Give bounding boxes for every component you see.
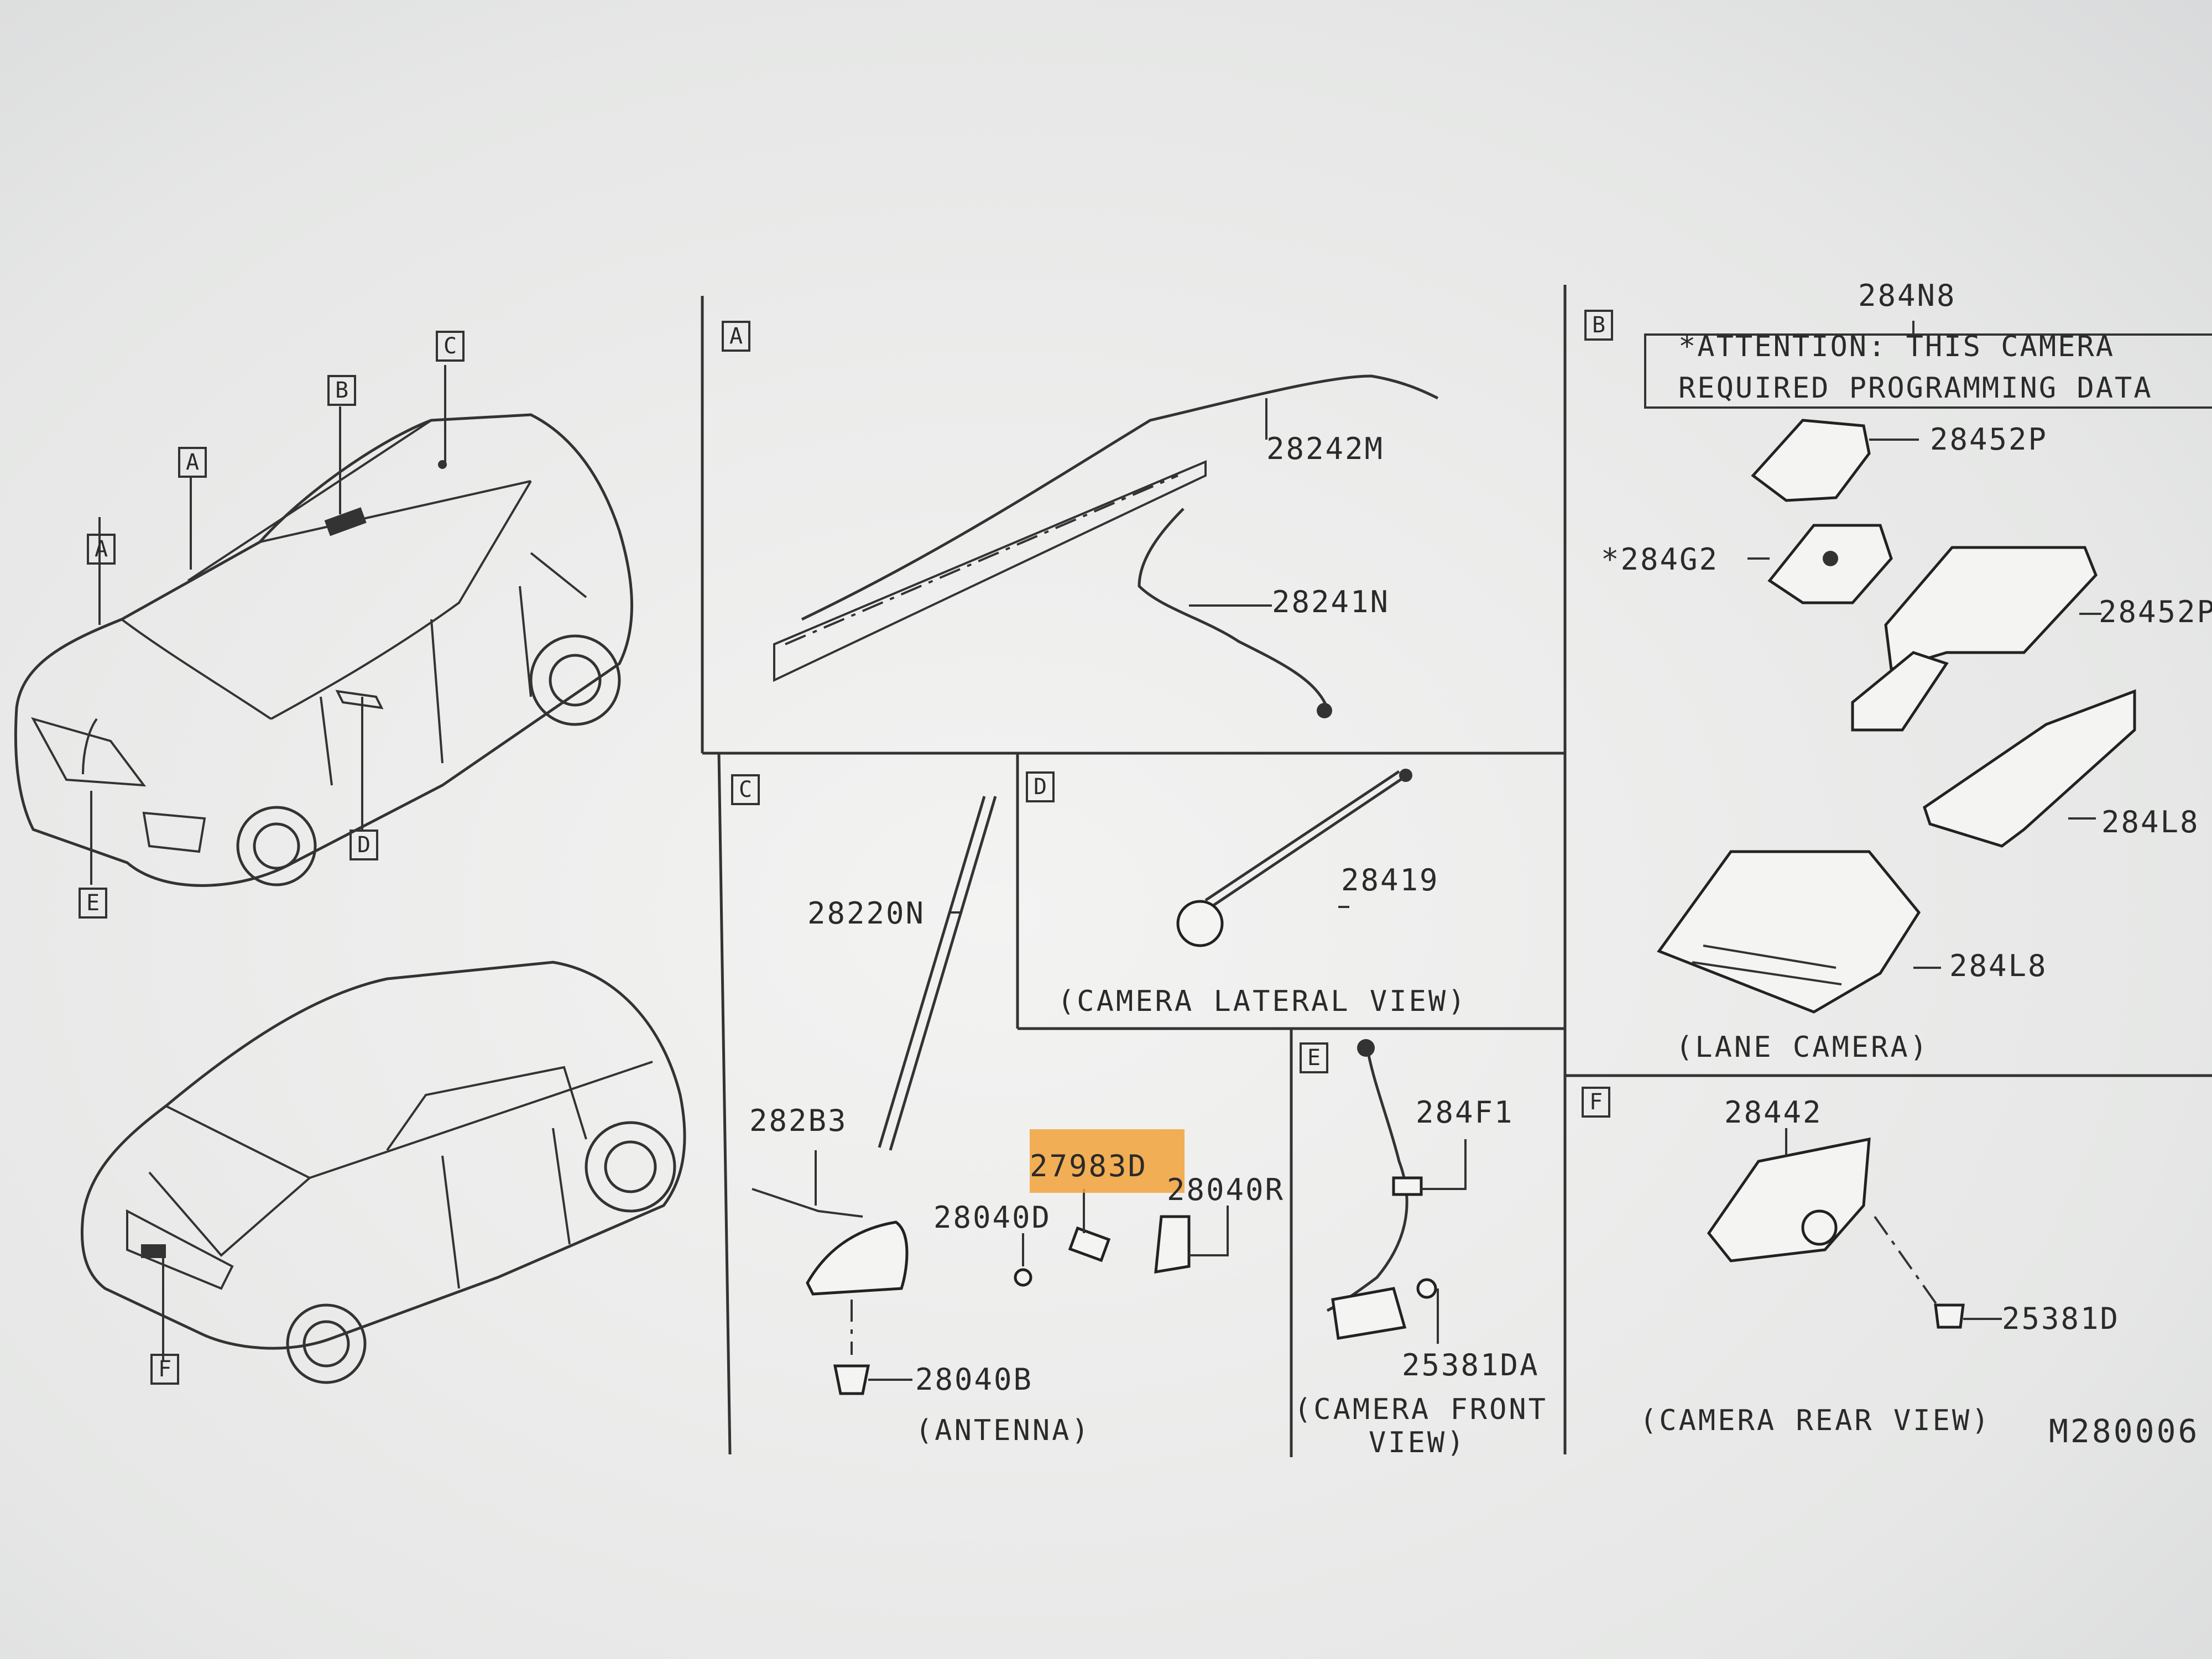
key-c-panel: C xyxy=(731,774,760,805)
panel-a-harness xyxy=(773,374,1439,718)
key-a-overview-lower: A xyxy=(87,534,116,565)
part-label-28452P-top: 28452P xyxy=(1930,422,2048,457)
key-f-panel: F xyxy=(1582,1087,1610,1118)
key-d-panel: D xyxy=(1026,771,1055,802)
key-a-overview-upper: A xyxy=(178,447,207,478)
panel-d-lateral-camera xyxy=(1176,769,1412,947)
caption-camera-lateral: (CAMERA LATERAL VIEW) xyxy=(1057,985,1468,1018)
key-e-overview: E xyxy=(79,888,107,919)
attention-line-2: REQUIRED PROGRAMMING DATA xyxy=(1678,372,2153,405)
key-e-panel: E xyxy=(1300,1042,1328,1073)
part-label-28220N: 28220N xyxy=(807,896,926,931)
part-label-28419: 28419 xyxy=(1341,863,1439,898)
part-label-28442: 28442 xyxy=(1724,1095,1823,1130)
key-b-panel: B xyxy=(1584,310,1613,341)
attention-line-1: *ATTENTION: THIS CAMERA xyxy=(1678,330,2115,363)
attention-note: *ATTENTION: THIS CAMERA REQUIRED PROGRAM… xyxy=(1678,326,2153,410)
part-label-284N8: 284N8 xyxy=(1858,278,1957,313)
caption-camera-front-line2: VIEW) xyxy=(1369,1426,1467,1459)
highlight-marker xyxy=(1030,1129,1185,1193)
caption-antenna: (ANTENNA) xyxy=(915,1414,1091,1447)
part-label-28040B: 28040B xyxy=(915,1362,1034,1397)
part-label-284F1: 284F1 xyxy=(1416,1095,1514,1130)
caption-camera-front-line1: (CAMERA FRONT xyxy=(1294,1393,1548,1426)
caption-camera-rear: (CAMERA REAR VIEW) xyxy=(1640,1404,1991,1437)
car-rear-view xyxy=(80,961,686,1384)
part-label-27983D: 27983D xyxy=(1030,1149,1148,1183)
part-label-28241N: 28241N xyxy=(1272,585,1390,619)
part-label-28040D: 28040D xyxy=(933,1200,1052,1235)
part-label-284L8-b: 284L8 xyxy=(1949,948,2048,983)
car-front-view xyxy=(14,365,633,887)
panel-c-antenna xyxy=(752,796,1229,1395)
panel-f-rear-camera xyxy=(1707,1128,2002,1329)
part-label-282B3: 282B3 xyxy=(749,1103,848,1138)
figure-code: M280006 xyxy=(2049,1412,2200,1450)
panel-frames xyxy=(701,285,2212,1457)
part-label-28452P-side: 28452P xyxy=(2099,594,2212,629)
caption-lane-camera: (LANE CAMERA) xyxy=(1676,1031,1929,1064)
part-label-28040R: 28040R xyxy=(1167,1172,1285,1207)
key-d-overview: D xyxy=(349,830,378,860)
key-b-overview: B xyxy=(327,375,356,406)
part-label-284L8-a: 284L8 xyxy=(2101,805,2200,839)
part-label-284G2: *284G2 xyxy=(1601,542,1719,577)
panel-e-front-camera xyxy=(1326,1039,1467,1344)
part-label-28242M: 28242M xyxy=(1266,431,1385,466)
part-label-25381D: 25381D xyxy=(2002,1301,2120,1336)
caption-camera-front: (CAMERA FRONT VIEW) xyxy=(1294,1393,1548,1460)
panel-b-lane-camera xyxy=(1644,321,2212,1014)
key-a-panel: A xyxy=(722,321,750,352)
key-f-overview: F xyxy=(150,1354,179,1385)
part-label-25381DA: 25381DA xyxy=(1402,1348,1540,1383)
key-c-overview: C xyxy=(436,331,465,362)
